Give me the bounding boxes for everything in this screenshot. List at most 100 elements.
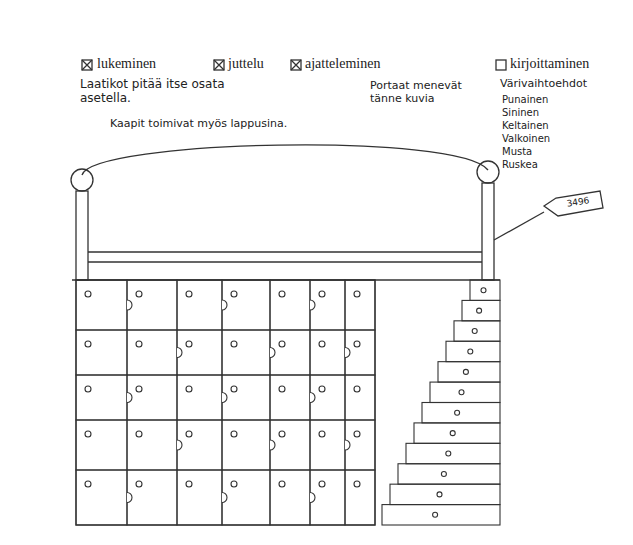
- drawer-handle: [186, 386, 192, 392]
- tag-number: 3496: [555, 194, 600, 211]
- drawer-handle: [85, 291, 91, 297]
- checkbox: [214, 60, 224, 70]
- drawer-handle: [85, 481, 91, 487]
- puzzle-drawer: [270, 280, 310, 330]
- price-tag: [544, 191, 603, 216]
- puzzle-drawer: [310, 280, 345, 330]
- color-option: Valkoinen: [502, 133, 550, 145]
- drawer-handle: [279, 291, 285, 297]
- puzzle-drawer: [222, 280, 270, 330]
- puzzle-drawer: [222, 330, 270, 375]
- checkbox-label: kirjoittaminen: [510, 56, 589, 72]
- puzzle-drawer: [270, 420, 310, 470]
- drawer-handle: [279, 481, 285, 487]
- bed-rail: [88, 252, 482, 262]
- puzzle-drawer: [270, 470, 310, 525]
- drawer-handle: [136, 431, 142, 437]
- drawer-handle: [85, 431, 91, 437]
- stair-step: [446, 341, 500, 361]
- drawer-handle: [136, 386, 142, 392]
- puzzle-tab: [222, 300, 227, 310]
- puzzle-drawer: [310, 470, 345, 525]
- puzzle-tab: [270, 348, 275, 358]
- puzzle-tab: [345, 348, 350, 358]
- drawer-handle: [231, 431, 237, 437]
- puzzle-drawer: [222, 420, 270, 470]
- drawer-handle: [354, 341, 360, 347]
- puzzle-tab: [222, 493, 227, 503]
- step-handle: [446, 451, 451, 456]
- puzzle-drawer: [345, 420, 375, 470]
- drawer-handle: [231, 341, 237, 347]
- puzzle-drawer: [222, 470, 270, 525]
- checkbox: [82, 60, 92, 70]
- puzzle-tab: [127, 393, 132, 403]
- drawer-handle: [85, 341, 91, 347]
- step-handle: [459, 390, 464, 395]
- stair-step: [382, 505, 500, 525]
- puzzle-drawer: [345, 330, 375, 375]
- drawer-handle: [319, 431, 325, 437]
- step-handle: [450, 431, 455, 436]
- checkbox: [291, 60, 301, 70]
- checkbox: [496, 60, 506, 70]
- puzzle-tab: [222, 393, 227, 403]
- puzzle-drawer: [177, 375, 222, 420]
- stair-step: [390, 484, 500, 504]
- puzzle-drawer: [76, 420, 127, 470]
- step-handle: [433, 512, 438, 517]
- color-options-heading: Värivaihtoehdot: [500, 78, 587, 91]
- drawer-handle: [319, 481, 325, 487]
- puzzle-drawer: [310, 420, 345, 470]
- step-handle: [481, 288, 486, 293]
- color-option: Punainen: [502, 94, 548, 106]
- drawer-handle: [279, 341, 285, 347]
- post-ball: [477, 161, 499, 183]
- puzzle-drawer: [127, 470, 177, 525]
- drawer-handle: [136, 291, 142, 297]
- stair-step: [462, 300, 500, 320]
- drawer-handle: [354, 291, 360, 297]
- drawer-handle: [279, 431, 285, 437]
- stair-step: [398, 464, 500, 484]
- drawer-handle: [231, 481, 237, 487]
- stair-step: [422, 403, 500, 423]
- puzzle-drawer: [177, 330, 222, 375]
- puzzle-tab: [310, 393, 315, 403]
- puzzle-drawer: [127, 375, 177, 420]
- step-handle: [441, 471, 446, 476]
- step-handle: [463, 369, 468, 374]
- puzzle-tab: [310, 493, 315, 503]
- puzzle-tab: [177, 440, 182, 450]
- color-option: Ruskea: [502, 159, 538, 171]
- puzzle-drawer: [177, 420, 222, 470]
- puzzle-drawer: [177, 470, 222, 525]
- stair-step: [406, 443, 500, 463]
- bed-post: [76, 191, 88, 280]
- puzzle-drawer: [345, 280, 375, 330]
- drawer-handle: [136, 341, 142, 347]
- drawer-handle: [279, 386, 285, 392]
- drawer-block: [76, 280, 375, 525]
- puzzle-drawer: [177, 280, 222, 330]
- puzzle-drawer: [127, 280, 177, 330]
- color-option: Keltainen: [502, 120, 549, 132]
- puzzle-drawer: [222, 375, 270, 420]
- post-ball: [71, 169, 93, 191]
- stair-step: [430, 382, 500, 402]
- drawer-handle: [186, 481, 192, 487]
- puzzle-tab: [127, 493, 132, 503]
- handwritten-note: Portaat menevät tänne kuvia: [370, 80, 490, 105]
- drawer-handle: [186, 431, 192, 437]
- puzzle-tab: [270, 440, 275, 450]
- puzzle-drawer: [345, 470, 375, 525]
- puzzle-drawer: [127, 330, 177, 375]
- headboard-curve: [82, 145, 488, 175]
- stair-step: [454, 321, 500, 341]
- drawer-handle: [186, 341, 192, 347]
- puzzle-drawer: [270, 330, 310, 375]
- handwritten-note: Kaapit toimivat myös lappusina.: [110, 118, 287, 131]
- drawer-handle: [319, 341, 325, 347]
- drawer-handle: [231, 386, 237, 392]
- puzzle-drawer: [76, 470, 127, 525]
